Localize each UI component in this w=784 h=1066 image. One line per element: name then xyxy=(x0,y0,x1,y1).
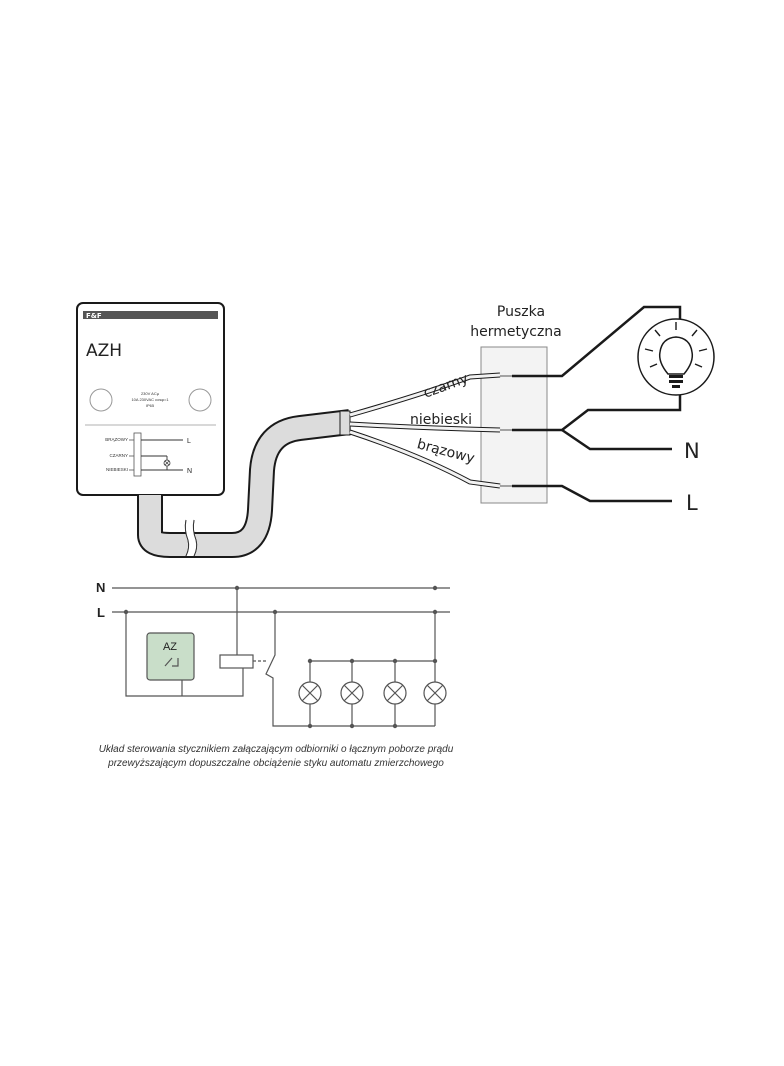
terminal-line-l: L xyxy=(187,438,191,445)
relay-coil-icon xyxy=(219,654,254,669)
bulb-icon xyxy=(637,318,715,396)
terminal-line-n: N xyxy=(187,468,192,475)
spec-line-2: 10A 230VAC cosφ=1 xyxy=(131,397,169,402)
caption-line-1: Układ sterowania stycznikiem załączający… xyxy=(99,744,454,755)
schematic-label-n: N xyxy=(96,580,105,595)
lamp-icon xyxy=(383,681,407,705)
cable xyxy=(137,409,352,558)
schematic-device-label: AZ xyxy=(163,641,177,653)
lamp-icon xyxy=(340,681,364,705)
schematic-dots xyxy=(123,585,438,729)
spec-line-1: 230V ACµ xyxy=(141,391,160,396)
supply-label-n: N xyxy=(684,439,700,463)
terminal-label-blue: NIEBIESKI xyxy=(106,467,128,472)
schematic xyxy=(112,587,450,727)
junction-box-label-2: hermetyczna xyxy=(470,324,562,340)
azh-device: F&F AZH 230V ACµ 10A 230VAC cosφ=1 IP65 … xyxy=(76,302,225,496)
lamp-icon xyxy=(423,681,447,705)
terminal-label-brown: BRĄZOWY xyxy=(105,437,128,442)
junction-box: Puszka hermetyczna xyxy=(470,304,562,504)
lamps xyxy=(298,681,447,705)
wire-label-blue: niebieski xyxy=(410,412,472,428)
brand-logo: F&F xyxy=(86,312,102,320)
supply-label-l: L xyxy=(686,491,698,515)
wire-label-black: czarny xyxy=(421,371,470,402)
supply-lines xyxy=(512,305,682,503)
junction-box-label-1: Puszka xyxy=(497,304,545,320)
device-model: AZH xyxy=(86,341,122,361)
terminal-label-black: CZARNY xyxy=(109,453,128,458)
lamp-icon xyxy=(298,681,322,705)
spec-line-3: IP65 xyxy=(146,403,155,408)
schematic-label-l: L xyxy=(97,605,105,620)
wires xyxy=(349,372,512,489)
caption-line-2: przewyższającym dopuszczalne obciążenie … xyxy=(107,758,444,769)
